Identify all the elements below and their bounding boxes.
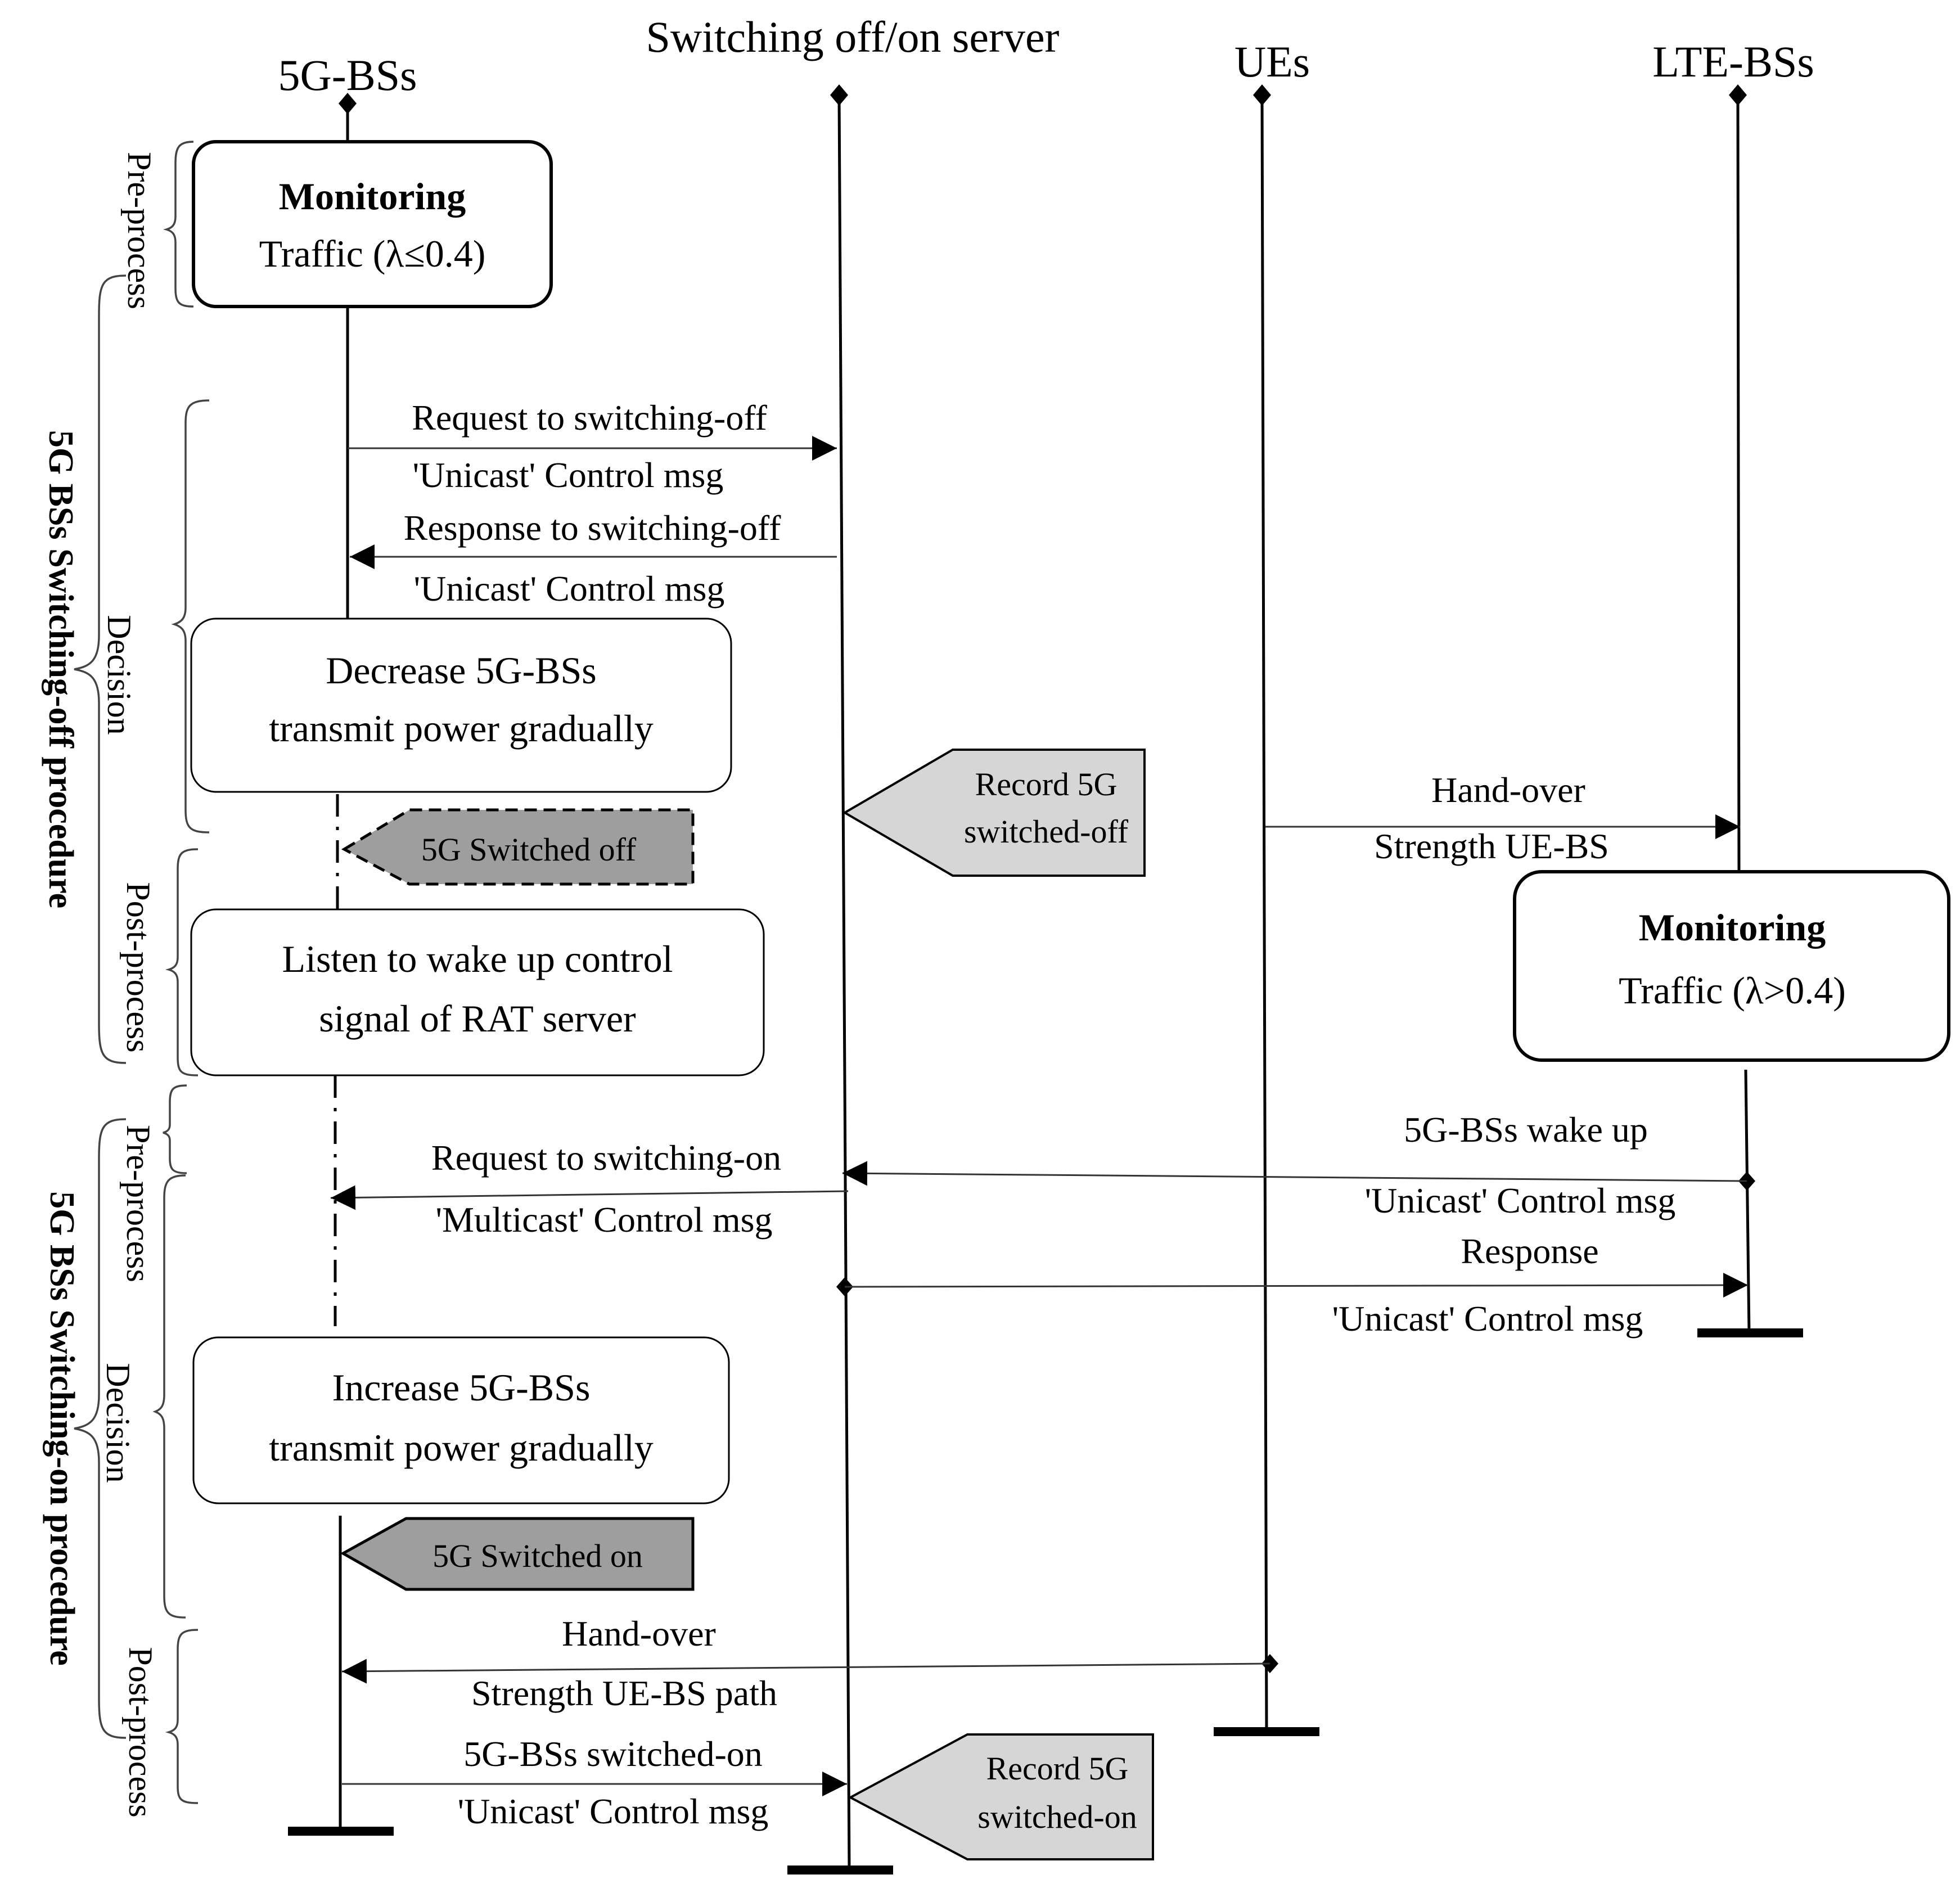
record-on-line-2: switched-on — [977, 1799, 1137, 1835]
side-braces — [74, 141, 210, 1804]
decrease-line-2: transmit power gradually — [269, 707, 654, 750]
message-request-switching-off: Request to switching-off 'Unicast' Contr… — [348, 398, 837, 495]
on-procedure-label: 5G BSs Switching-on procedure — [43, 1191, 81, 1665]
handover-lte-below: Strength UE-BS — [1374, 826, 1609, 866]
wakeup-above: 5G-BSs wake up — [1404, 1110, 1648, 1150]
lifeline-ues-label: UEs — [1234, 37, 1310, 86]
req-off-below: 'Unicast' Control msg — [413, 455, 724, 495]
switched-on-below: 'Unicast' Control msg — [458, 1791, 769, 1831]
listen-box: Listen to wake up control signal of RAT … — [190, 908, 765, 1076]
message-wake-up: 5G-BSs wake up 'Unicast' Control msg — [842, 1110, 1755, 1220]
lifeline-server-label: Switching off/on server — [646, 12, 1059, 61]
listen-line-2: signal of RAT server — [319, 997, 636, 1040]
listen-line-1: Listen to wake up control — [282, 938, 673, 980]
lifeline-5g-bss-label: 5G-BSs — [278, 51, 417, 100]
record-off-line-1: Record 5G — [975, 766, 1118, 803]
increase-power-box: Increase 5G-BSs transmit power gradually — [192, 1336, 730, 1504]
switched-on-tag: 5G Switched on — [340, 1517, 695, 1591]
monitoring-5g-title: Monitoring — [279, 175, 466, 218]
monitoring-lte-title: Monitoring — [1639, 906, 1826, 949]
decrease-power-box: Decrease 5G-BSs transmit power gradually — [190, 618, 732, 793]
message-response: Response 'Unicast' Control msg — [836, 1231, 1749, 1339]
off-pre-process-label: Pre-process — [121, 152, 158, 309]
lifeline-ues — [1214, 84, 1319, 1736]
switched-on-above: 5G-BSs switched-on — [463, 1734, 763, 1774]
message-request-switching-on: Request to switching-on 'Multicast' Cont… — [330, 1138, 849, 1240]
message-handover-to-lte: Hand-over Strength UE-BS — [1265, 770, 1740, 866]
req-on-above: Request to switching-on — [431, 1138, 781, 1178]
switched-off-tag: 5G Switched off — [341, 808, 695, 886]
message-switched-on: 5G-BSs switched-on 'Unicast' Control msg — [342, 1734, 847, 1831]
record-on-tag: Record 5G switched-on — [848, 1733, 1154, 1860]
req-on-below: 'Multicast' Control msg — [435, 1200, 772, 1240]
handover-lte-above: Hand-over — [1431, 770, 1585, 810]
monitoring-5g-box: Monitoring Traffic (λ≤0.4) — [192, 140, 553, 308]
record-on-line-1: Record 5G — [986, 1750, 1129, 1787]
on-post-process-label: Post-process — [122, 1647, 159, 1817]
lifeline-server — [787, 84, 893, 1875]
increase-line-1: Increase 5G-BSs — [332, 1366, 591, 1409]
message-response-switching-off: Response to switching-off 'Unicast' Cont… — [350, 508, 837, 609]
monitoring-lte-traffic: Traffic (λ>0.4) — [1619, 969, 1846, 1012]
switched-on-text: 5G Switched on — [432, 1538, 643, 1574]
switched-off-text: 5G Switched off — [421, 831, 637, 868]
on-decision-label: Decision — [100, 1363, 137, 1483]
increase-line-2: transmit power gradually — [269, 1426, 654, 1469]
off-post-process-label: Post-process — [120, 882, 157, 1052]
resp-off-below: 'Unicast' Control msg — [414, 569, 725, 609]
lifeline-lte-bss — [1697, 84, 1803, 1337]
response-below: 'Unicast' Control msg — [1332, 1299, 1643, 1339]
wakeup-below: 'Unicast' Control msg — [1365, 1180, 1676, 1220]
off-decision-label: Decision — [101, 615, 138, 735]
resp-off-above: Response to switching-off — [404, 508, 781, 548]
record-off-tag: Record 5G switched-off — [842, 749, 1146, 877]
handover-5g-above: Hand-over — [562, 1614, 716, 1653]
off-procedure-label: 5G BSs Switching-off procedure — [42, 430, 80, 908]
response-above: Response — [1461, 1231, 1598, 1271]
handover-5g-below: Strength UE-BS path — [471, 1673, 777, 1713]
lifeline-lte-bss-label: LTE-BSs — [1652, 37, 1814, 86]
req-off-above: Request to switching-off — [412, 398, 767, 438]
record-off-line-2: switched-off — [964, 813, 1129, 850]
monitoring-5g-traffic: Traffic (λ≤0.4) — [259, 232, 486, 275]
decrease-line-1: Decrease 5G-BSs — [326, 649, 597, 692]
on-pre-process-label: Pre-process — [120, 1125, 157, 1282]
message-handover-to-5g: Hand-over Strength UE-BS path — [341, 1614, 1278, 1713]
monitoring-lte-box: Monitoring Traffic (λ>0.4) — [1513, 870, 1950, 1062]
